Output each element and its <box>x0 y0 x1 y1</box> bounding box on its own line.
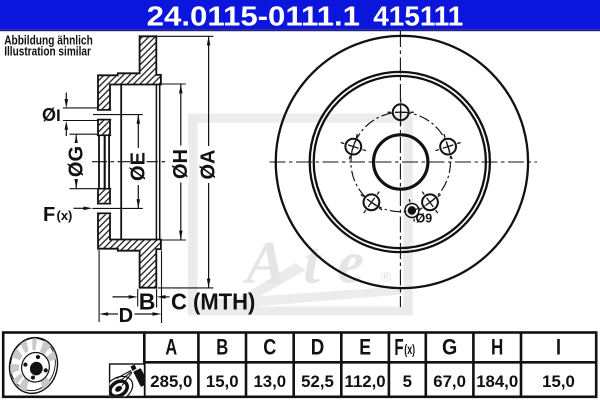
svg-text:C (MTH): C (MTH) <box>171 289 255 315</box>
svg-text:G: G <box>442 335 457 360</box>
svg-text:ØH: ØH <box>170 149 192 179</box>
svg-text:ØA: ØA <box>197 150 219 180</box>
svg-text:52,5: 52,5 <box>301 372 334 391</box>
svg-text:H: H <box>491 335 503 360</box>
svg-text:67,0: 67,0 <box>433 372 466 391</box>
svg-text:15,0: 15,0 <box>542 372 575 391</box>
svg-text:E: E <box>359 335 371 360</box>
svg-text:I: I <box>556 335 561 360</box>
svg-text:B: B <box>216 335 228 360</box>
svg-text:ØG: ØG <box>66 146 88 177</box>
svg-text:415111: 415111 <box>373 0 463 31</box>
svg-text:D: D <box>311 335 325 360</box>
svg-text:285,0: 285,0 <box>150 372 192 391</box>
svg-text:Illustration similar: Illustration similar <box>4 44 91 59</box>
svg-text:5: 5 <box>403 372 412 391</box>
svg-text:®: ® <box>381 270 391 285</box>
svg-text:184,0: 184,0 <box>476 372 518 391</box>
svg-text:F: F <box>394 334 403 360</box>
svg-text:ØE: ØE <box>127 152 149 181</box>
svg-text:Abbildung ähnlich: Abbildung ähnlich <box>4 32 93 47</box>
svg-text:13,0: 13,0 <box>253 372 286 391</box>
svg-text:24.0115-0111.1: 24.0115-0111.1 <box>147 0 360 31</box>
svg-text:B: B <box>139 288 156 314</box>
svg-text:15,0: 15,0 <box>206 372 239 391</box>
svg-text:112,0: 112,0 <box>345 372 386 391</box>
svg-text:C: C <box>263 335 276 360</box>
svg-text:ØI: ØI <box>42 105 61 125</box>
svg-text:D: D <box>119 305 133 327</box>
svg-text:(x): (x) <box>404 342 415 357</box>
svg-text:F: F <box>43 204 55 226</box>
svg-text:A: A <box>165 335 177 360</box>
svg-text:Ø9: Ø9 <box>416 212 433 226</box>
svg-text:(x): (x) <box>57 208 73 223</box>
svg-text:Ate: Ate <box>242 230 378 296</box>
